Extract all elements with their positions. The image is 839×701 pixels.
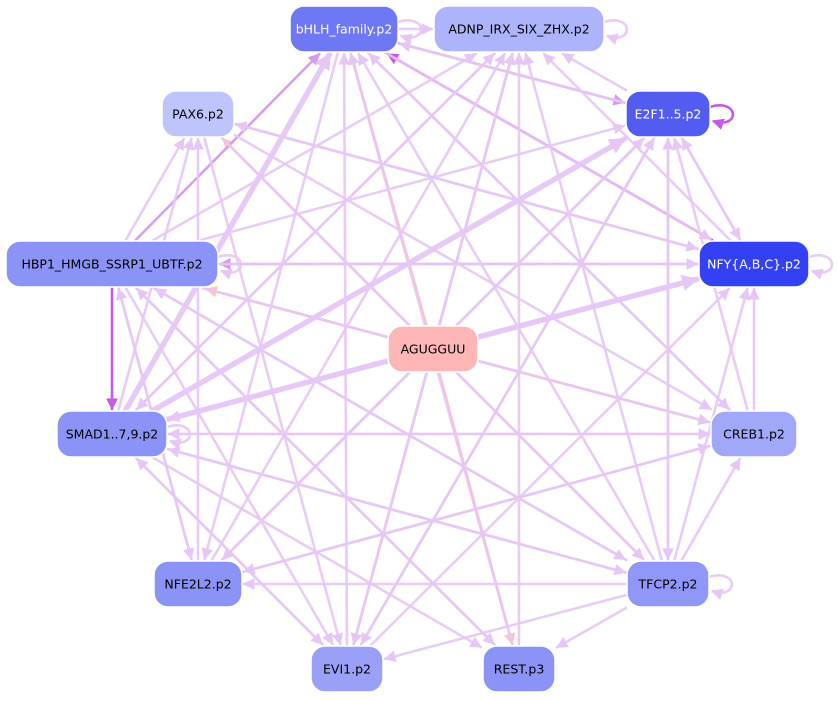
node-creb1[interactable]: CREB1.p2: [710, 410, 798, 458]
edge-e2f1-to-evi1: [360, 136, 656, 646]
edge-evi1-to-bhlh: [338, 52, 350, 647]
edge-hbp1-to-adnp: [152, 52, 478, 242]
self-loop-smad: [166, 424, 192, 450]
self-loop-bhlh: [397, 19, 423, 45]
node-nfy[interactable]: NFY{A,B,C}.p2: [698, 240, 810, 288]
edge-nfy-to-e2f1: [680, 137, 742, 242]
edge-bhlh-to-nfe2l2: [201, 51, 340, 561]
node-rest[interactable]: REST.p3: [482, 645, 556, 693]
edge-creb1-to-nfe2l2: [242, 444, 712, 575]
node-label-pax6: PAX6.p2: [172, 107, 224, 122]
node-box-pax6[interactable]: [161, 90, 235, 138]
node-evi1[interactable]: EVI1.p2: [310, 645, 384, 693]
node-box-creb1[interactable]: [710, 410, 798, 458]
edge-hbp1-to-bhlh: [134, 52, 321, 242]
node-label-adnp: ADNP_IRX_SIX_ZHX.p2: [448, 22, 589, 37]
node-box-nfy[interactable]: [698, 240, 810, 288]
edge-smad-to-e2f1: [150, 136, 628, 413]
edge-pax6-to-creb1: [233, 134, 712, 411]
node-label-tfcp2: TFCP2.p2: [638, 577, 698, 592]
node-label-evi1: EVI1.p2: [323, 662, 371, 677]
node-nfe2l2[interactable]: NFE2L2.p2: [153, 560, 243, 608]
edge-tfcp2-to-hbp1: [154, 287, 628, 562]
node-label-creb1: CREB1.p2: [723, 427, 785, 442]
node-box-rest[interactable]: [482, 645, 556, 693]
node-adnp[interactable]: ADNP_IRX_SIX_ZHX.p2: [433, 5, 605, 53]
edge-bhlh-to-nfy: [384, 51, 712, 241]
node-box-nfe2l2[interactable]: [153, 560, 243, 608]
node-label-e2f1: E2F1..5.p2: [635, 107, 702, 122]
node-box-agug[interactable]: [387, 325, 479, 373]
node-box-hbp1[interactable]: [5, 240, 219, 288]
node-label-hbp1: HBP1_HMGB_SSRP1_UBTF.p2: [21, 257, 202, 272]
node-box-bhlh[interactable]: [289, 5, 399, 53]
node-label-smad: SMAD1..7,9.p2: [66, 427, 159, 442]
node-layer: bHLH_family.p2 ADNP_IRX_SIX_ZHX.p2PAX6.p2…: [5, 5, 810, 693]
node-label-nfy: NFY{A,B,C}.p2: [707, 257, 801, 272]
node-hbp1[interactable]: HBP1_HMGB_SSRP1_UBTF.p2: [5, 240, 219, 288]
edge-hbp1-to-pax6: [124, 137, 185, 242]
self-loop-adnp: [603, 19, 629, 45]
edge-tfcp2-to-rest: [555, 606, 628, 649]
node-box-tfcp2[interactable]: [626, 560, 710, 608]
self-loop-e2f1: [709, 104, 735, 130]
edge-adnp-to-smad: [135, 51, 497, 411]
node-bhlh[interactable]: bHLH_family.p2: [289, 5, 399, 53]
edge-nfy-to-adnp: [542, 52, 732, 242]
self-loop-nfy: [808, 254, 834, 280]
node-label-nfe2l2: NFE2L2.p2: [164, 577, 231, 592]
node-box-evi1[interactable]: [310, 645, 384, 693]
node-box-smad[interactable]: [56, 410, 168, 458]
node-tfcp2[interactable]: TFCP2.p2: [626, 560, 710, 608]
self-loop-tfcp2: [708, 574, 734, 600]
node-smad[interactable]: SMAD1..7,9.p2: [56, 410, 168, 458]
edge-nfy-to-pax6: [234, 121, 700, 251]
edge-e2f1-to-adnp: [561, 52, 628, 92]
node-e2f1[interactable]: E2F1..5.p2: [625, 90, 711, 138]
edge-tfcp2-to-smad: [167, 446, 628, 575]
self-loop-hbp1: [217, 254, 243, 280]
node-label-rest: REST.p3: [494, 662, 545, 677]
node-box-adnp[interactable]: [433, 5, 605, 53]
node-label-agug: AGUGGUU: [401, 342, 466, 357]
node-box-e2f1[interactable]: [625, 90, 711, 138]
edge-tfcp2-to-evi1: [383, 593, 628, 662]
node-pax6[interactable]: PAX6.p2: [161, 90, 235, 138]
edge-e2f1-to-bhlh: [398, 40, 627, 104]
node-agug[interactable]: AGUGGUU: [387, 325, 479, 373]
edge-hbp1-to-e2f1: [199, 122, 626, 242]
node-label-bhlh: bHLH_family.p2: [296, 22, 393, 37]
edge-tfcp2-to-creb1: [680, 457, 742, 562]
